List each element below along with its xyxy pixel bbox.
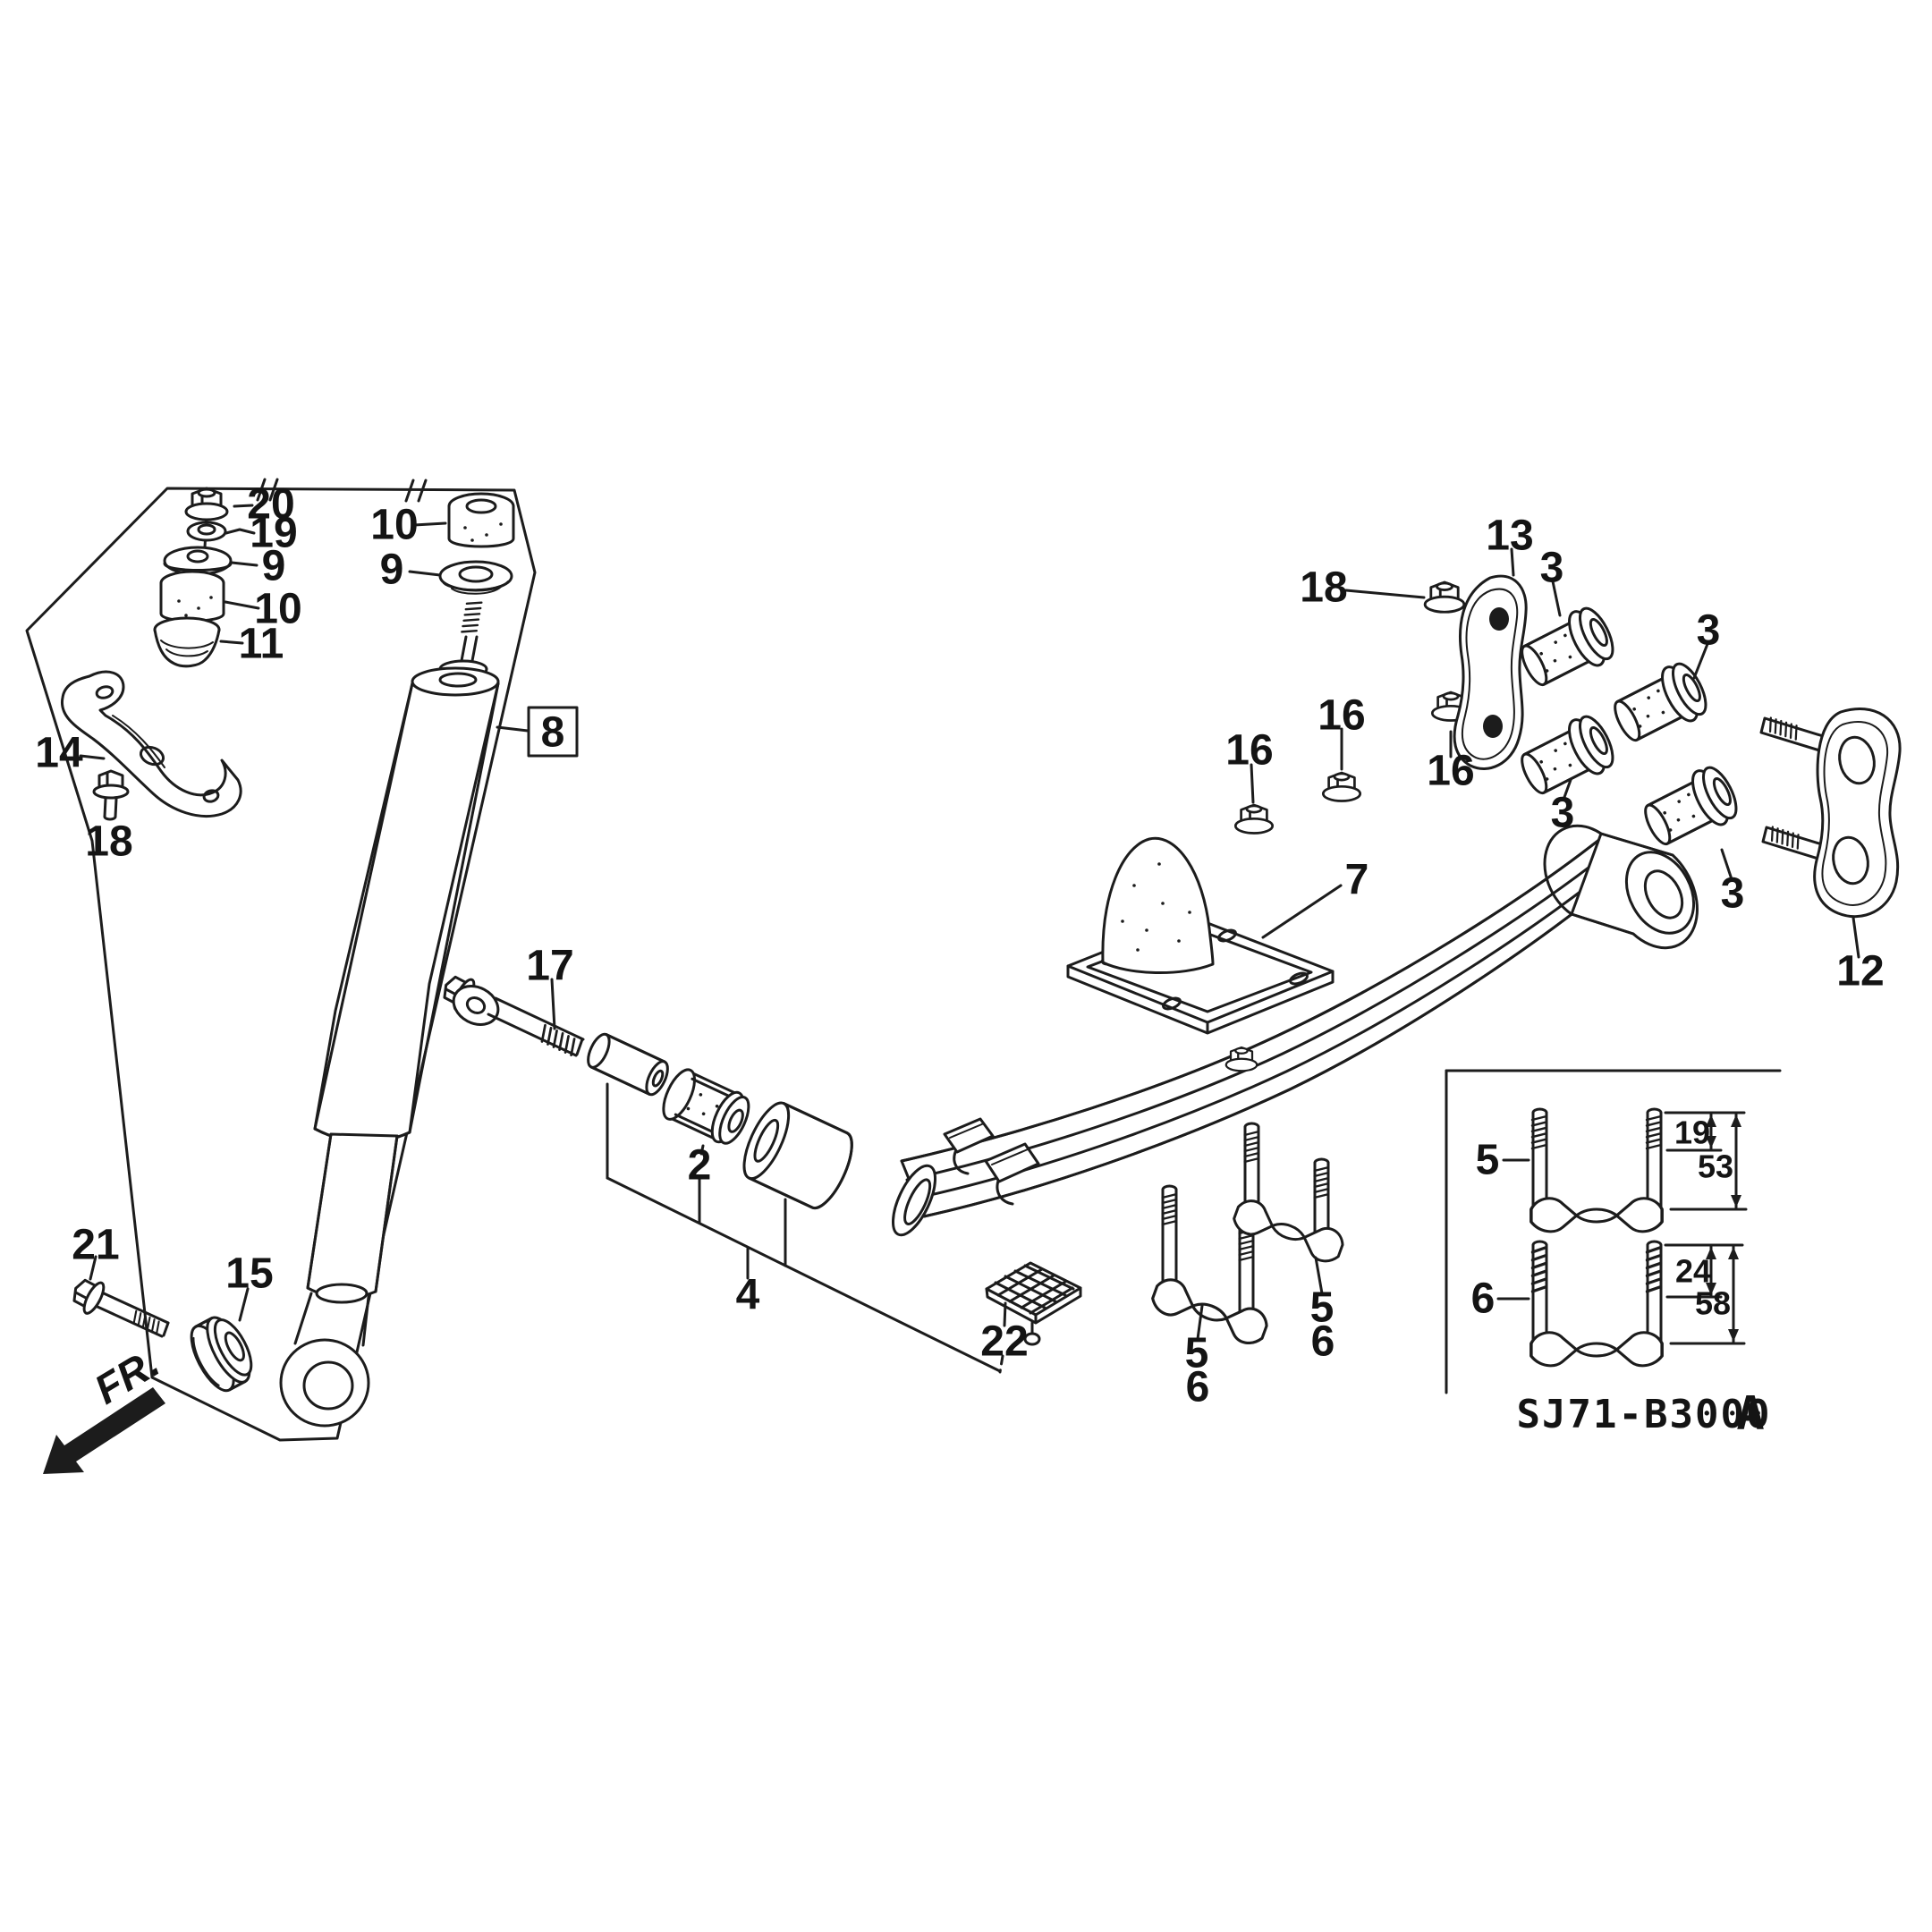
- callout-18-right: 18: [1300, 564, 1347, 612]
- bushing-15: [190, 1316, 253, 1393]
- mount-stack-left: [153, 487, 233, 668]
- callout-21: 21: [72, 1222, 119, 1269]
- inset-dimensions: [1664, 1111, 1748, 1345]
- callout-11: 11: [239, 621, 284, 668]
- inset-callout-6: 6: [1471, 1275, 1496, 1323]
- callout-9-right: 9: [380, 547, 404, 594]
- callout-7: 7: [1345, 857, 1369, 904]
- callout-8-highlighted: 8: [541, 709, 565, 757]
- bolt-21: [66, 1272, 170, 1338]
- highlight-box-8: [527, 706, 579, 758]
- bracket-14: [60, 670, 242, 818]
- nut-16-a: [1233, 803, 1275, 835]
- callout-18-left: 18: [85, 818, 132, 866]
- inset-dim-53: 53: [1698, 1148, 1733, 1185]
- mount-stack-right: [438, 492, 515, 595]
- spring-wrap-ring: [891, 1164, 937, 1237]
- assembly-bracket-4: [606, 1082, 1004, 1374]
- callout-3-a: 3: [1540, 545, 1564, 592]
- shock-absorber-8: [279, 598, 500, 1428]
- callout-19: 19: [250, 510, 297, 557]
- callout-4: 4: [736, 1272, 760, 1319]
- callout-2: 2: [688, 1142, 712, 1190]
- callout-10-right: 10: [370, 502, 418, 549]
- callout-6-rear: 6: [1311, 1318, 1335, 1366]
- bushing-3-a: [1512, 600, 1622, 697]
- spring-front-eye: [742, 1101, 853, 1210]
- callout-16-c: 16: [1427, 748, 1474, 795]
- part-code-suffix: A: [1736, 1387, 1764, 1441]
- inset-u-bolt-5: [1530, 1107, 1664, 1233]
- fr-arrow: [43, 1387, 165, 1474]
- callout-13: 13: [1486, 513, 1533, 560]
- bump-stop-7: [1066, 836, 1335, 1035]
- inset-dim-58: 58: [1695, 1285, 1731, 1322]
- bolt-18-left: [92, 769, 130, 821]
- callout-3-b: 3: [1697, 607, 1721, 655]
- shackle-plate-13: [1453, 574, 1528, 770]
- spring-clamp-1: [943, 1117, 995, 1154]
- inset-dim-24: 24: [1675, 1253, 1711, 1290]
- callout-leaders: [79, 504, 1860, 1341]
- spring-center-nut: [1224, 1046, 1258, 1072]
- silencer-pad-22: [985, 1261, 1082, 1346]
- callout-14: 14: [35, 730, 83, 777]
- callout-5-front: 5: [1185, 1330, 1209, 1377]
- u-bolt-front: [1148, 1184, 1273, 1350]
- callout-16-b: 16: [1318, 692, 1365, 740]
- inset-callout-5: 5: [1476, 1137, 1500, 1184]
- callout-20: 20: [247, 481, 294, 529]
- nut-18-right: [1423, 580, 1466, 614]
- callout-6-front: 6: [1186, 1364, 1210, 1411]
- callout-22: 22: [980, 1318, 1028, 1366]
- callout-12: 12: [1836, 948, 1884, 996]
- spacer-collar: [587, 1032, 669, 1097]
- callout-3-d: 3: [1721, 870, 1745, 918]
- callout-5-rear: 5: [1310, 1284, 1335, 1332]
- callout-16-a: 16: [1225, 727, 1273, 775]
- group-outline-box: [25, 478, 537, 1442]
- bushing-3-d: [1635, 759, 1745, 856]
- nut-16-b: [1321, 771, 1362, 802]
- spring-clamp-2: [984, 1142, 1040, 1183]
- callout-3-c: 3: [1551, 790, 1575, 837]
- inset-box: [1445, 1069, 1782, 1394]
- leaf-spring: [891, 824, 1699, 1237]
- part-code: SJ71-B3000: [1517, 1392, 1772, 1437]
- bushing-2: [662, 1068, 750, 1145]
- shackle-12: [1759, 708, 1902, 919]
- callout-9-left: 9: [262, 543, 286, 590]
- callout-15: 15: [225, 1250, 273, 1298]
- callout-labels: 20 19 9 10 11 14 18 10 9 8 17 21 15 2 4 …: [35, 481, 1884, 1442]
- callout-10-left: 10: [254, 586, 301, 633]
- spring-rear-eye: [1543, 824, 1699, 950]
- u-bolt-rear: [1229, 1122, 1348, 1267]
- inset-u-bolt-6: [1530, 1240, 1664, 1368]
- callout-17: 17: [526, 943, 573, 990]
- bolt-17: [436, 969, 585, 1057]
- inset-dim-19: 19: [1674, 1114, 1710, 1151]
